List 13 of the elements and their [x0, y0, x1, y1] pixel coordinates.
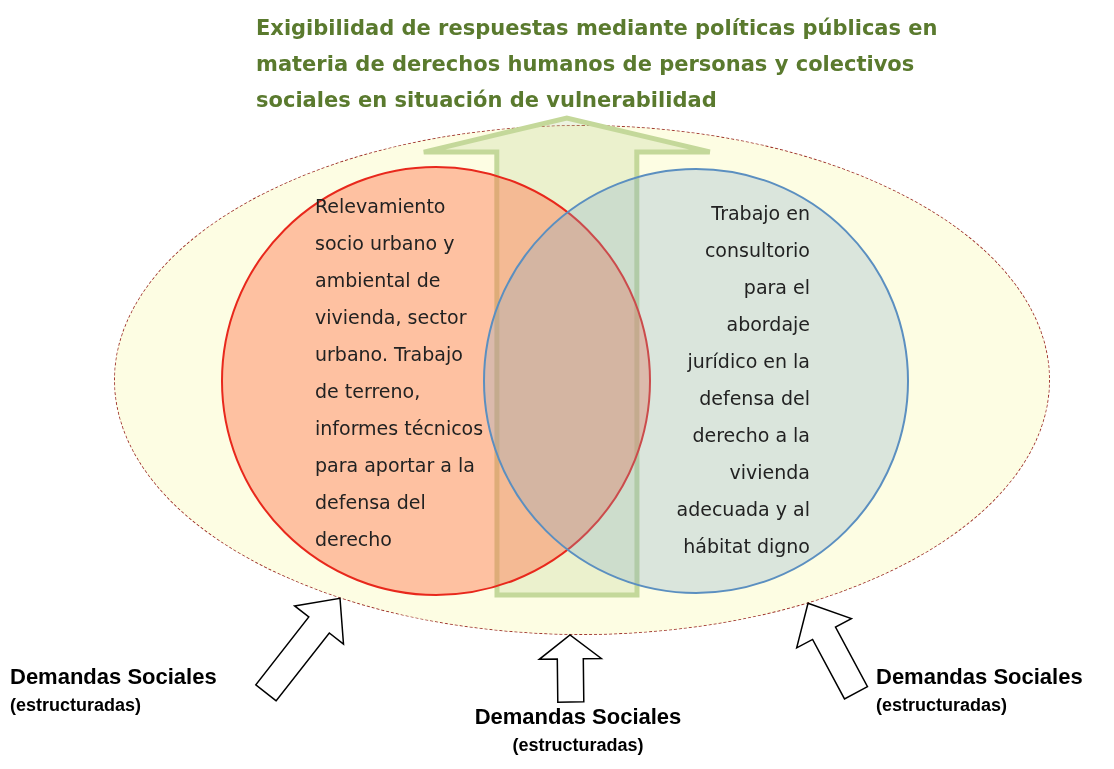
- demand-subtitle: (estructuradas): [876, 694, 1009, 717]
- title-text: Exigibilidad de respuestas mediante políticas públicas en materia de derechos humanos de personas y colectivos sociales en situación de vulnerabilidad: [256, 15, 939, 114]
- circle-text: Trabajo en consultorio para el abordaje jurídico en la defensa del derecho a la vivienda adecuada y al hábitat digno: [675, 201, 810, 559]
- block-arrow: [254, 597, 345, 702]
- demand-subtitle: (estructuradas): [511, 734, 645, 757]
- demand-heading: Demandas Sociales: [473, 703, 683, 731]
- block-arrow: [537, 633, 604, 703]
- demand-subtitle: (estructuradas): [10, 694, 143, 717]
- demand-heading: Demandas Sociales: [10, 663, 218, 691]
- block-arrow: [795, 602, 869, 700]
- circle-text: Relevamiento socio urbano y ambiental de vivienda, sector urbano. Trabajo de terreno, informes técnicos para aportar a la defensa del derecho: [315, 194, 485, 552]
- block-arrow: [421, 115, 713, 598]
- demand-heading: Demandas Sociales: [876, 663, 1084, 691]
